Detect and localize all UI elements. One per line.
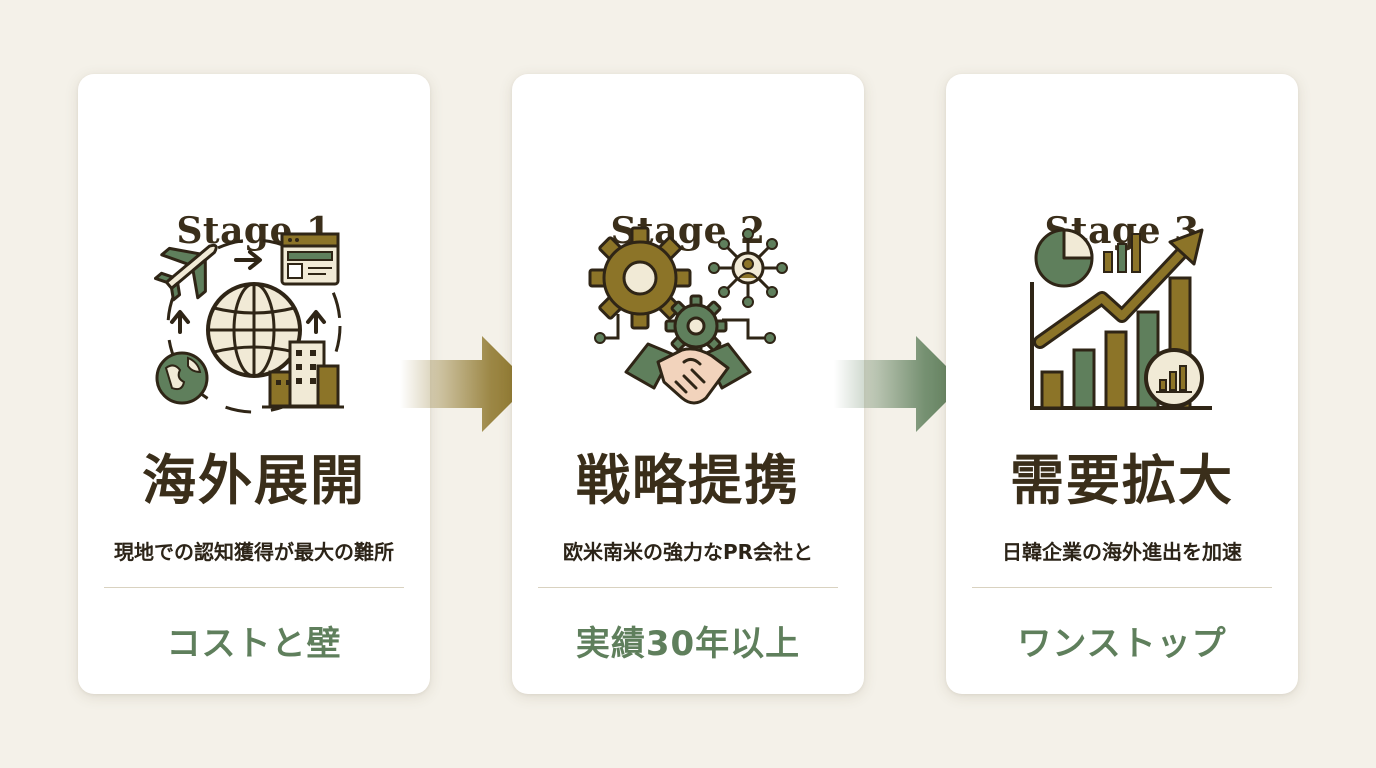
stage-2-heading: 戦略提携 xyxy=(576,448,800,512)
growth-chart-icon xyxy=(1030,228,1212,410)
stage-3-description: 日韓企業の海外進出を加速 xyxy=(1002,540,1242,564)
stage-1-tag: コストと壁 xyxy=(166,624,342,664)
stage-2-description: 欧米南米の強力なPR会社と xyxy=(562,540,814,564)
flow-arrow-right-icon xyxy=(834,336,964,432)
stage-1-description: 現地での認知獲得が最大の難所 xyxy=(114,540,394,564)
stage-3-heading: 需要拡大 xyxy=(1010,448,1234,512)
partnership-icon xyxy=(588,226,788,405)
stage-3-divider xyxy=(972,587,1272,588)
stage-1-card: Stage 1 xyxy=(78,74,430,694)
stage-2-divider xyxy=(538,587,838,588)
global-expansion-icon xyxy=(154,232,344,414)
stage-3-card: Stage 3 需要拡大 日韓企業の海外進出を加速 ワンストップ xyxy=(946,74,1298,694)
stage-2-tag: 実績30年以上 xyxy=(575,624,801,664)
stage-1-divider xyxy=(104,587,404,588)
stage-3-tag: ワンストップ xyxy=(1017,624,1227,664)
stage-2-card: Stage 2 xyxy=(512,74,864,694)
stage-1-heading: 海外展開 xyxy=(142,448,366,512)
flow-arrow-right-icon xyxy=(400,336,530,432)
